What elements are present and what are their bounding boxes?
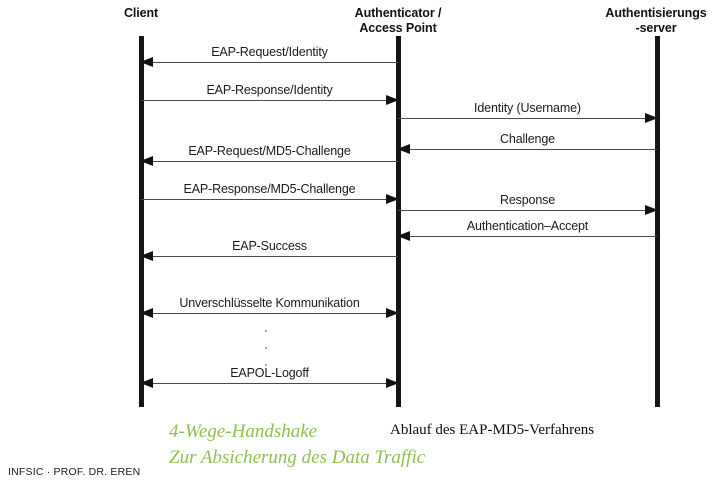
message-label: Authentication–Accept [466,219,589,233]
message-label: EAP-Request/Identity [211,45,328,59]
message-line [398,149,657,150]
message-line [398,118,657,119]
arrow-left-icon [140,378,153,388]
message-label: Identity (Username) [474,101,581,115]
message-label: EAP-Request/MD5-Challenge [188,144,351,158]
actor-header-authenticator: Authenticator / Access Point [354,6,442,35]
message-line [141,256,398,257]
footer-text: INFSIC · PROF. DR. EREN [8,466,141,478]
message-line [141,161,398,162]
message-line [398,210,657,211]
arrow-left-icon [140,57,153,67]
arrow-left-icon [397,144,410,154]
lifeline-auth-server [655,36,660,407]
annotation-4-wege-handshake: 4-Wege-Handshake [169,421,318,442]
ellipsis-dot: · [264,357,268,371]
ellipsis-dots: · · · [246,322,286,373]
message-label: EAP-Response/Identity [206,83,333,97]
lifeline-client [139,36,144,407]
message-label: Unverschlüsselte Kommunikation [179,296,360,310]
arrow-left-icon [140,156,153,166]
arrow-right-icon [386,378,399,388]
ellipsis-dot: · [264,323,268,337]
arrow-left-icon [140,308,153,318]
arrow-right-icon [386,95,399,105]
message-line [141,100,398,101]
arrow-left-icon [140,251,153,261]
arrow-left-icon [397,231,410,241]
message-line [141,199,398,200]
message-label: Response [499,193,556,207]
message-label: EAPOL-Logoff [230,366,309,380]
annotation-data-traffic: Zur Absicherung des Data Traffic [169,447,426,468]
arrow-right-icon [386,194,399,204]
actor-header-auth-server: Authentisierungs -server [605,6,707,35]
arrow-right-icon [645,205,658,215]
actor-header-client: Client [123,6,159,20]
message-line [398,236,657,237]
ellipsis-dot: · [264,340,268,354]
message-label: Challenge [500,132,555,146]
lifeline-authenticator [396,36,401,407]
arrow-right-icon [386,308,399,318]
message-line [141,62,398,63]
diagram-caption: Ablauf des EAP-MD5-Verfahrens [390,422,595,438]
message-line [141,383,398,384]
message-label: EAP-Success [232,239,307,253]
message-line [141,313,398,314]
arrow-right-icon [645,113,658,123]
message-label: EAP-Response/MD5-Challenge [183,182,356,196]
